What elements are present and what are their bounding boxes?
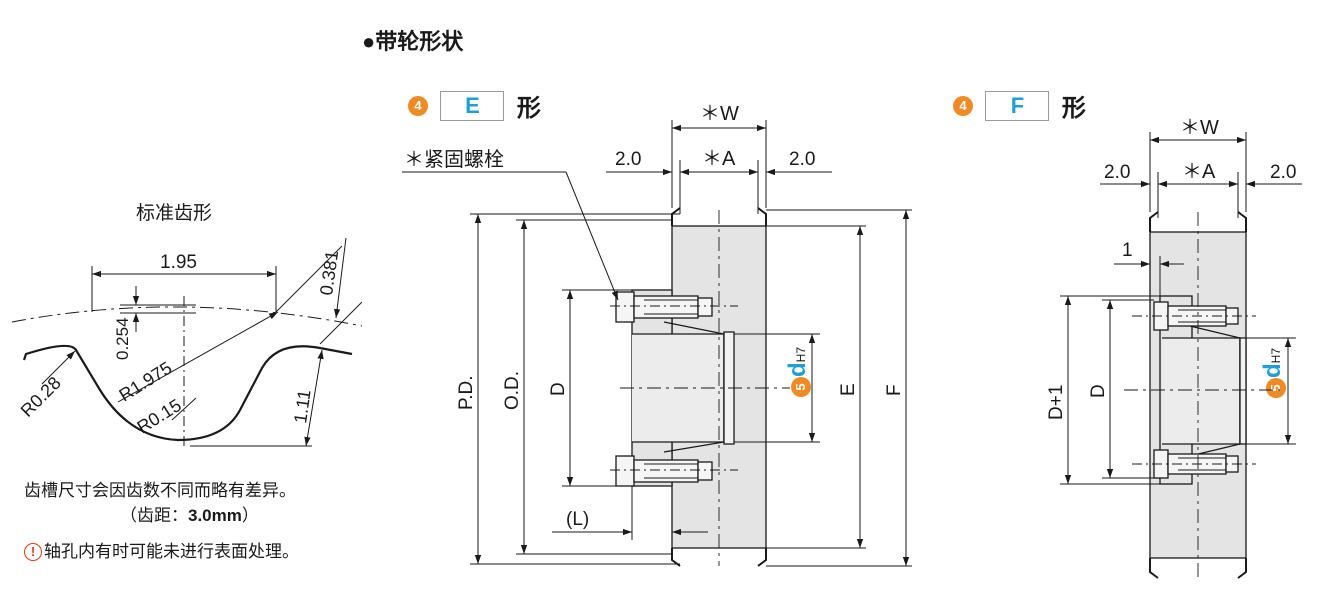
warning-note: !轴孔内有时可能未进行表面处理。 <box>24 537 299 562</box>
dim-r028-label: R0.28 <box>17 373 65 421</box>
pitch-suffix: ） <box>241 506 259 525</box>
type-f-d-label: D <box>1088 384 1109 398</box>
tooth-outline <box>22 344 353 442</box>
type-e-a-label: ＊A <box>702 148 736 170</box>
type-f-drawing <box>1060 132 1302 579</box>
section-title: ●带轮形状 <box>362 29 464 54</box>
pitch-line <box>11 306 363 327</box>
type-f-badge: 4 <box>953 95 973 116</box>
dim-0254-label: 0.254 <box>113 317 132 360</box>
type-e-l-label: (L) <box>566 509 589 530</box>
type-f-a-label: ＊A <box>1182 161 1216 183</box>
type-e-badge: 4 <box>408 95 428 116</box>
warning-icon: ! <box>24 543 42 561</box>
type-e-drawing <box>402 120 912 567</box>
warning-text: 轴孔内有时可能未进行表面处理。 <box>44 542 299 561</box>
dim-r015-label: R0.15 <box>134 395 185 437</box>
pitch-prefix: （齿距： <box>120 506 188 525</box>
dim-0381-label: 0.381 <box>316 249 342 296</box>
type-f-left-gap: 2.0 <box>1104 162 1130 183</box>
type-e-f-label: F <box>884 384 905 396</box>
type-e-left-gap: 2.0 <box>615 149 641 170</box>
type-e-pd-label: P.D. <box>456 375 477 410</box>
type-f-one-label: 1 <box>1122 240 1133 261</box>
pitch-value: 3.0mm <box>188 506 242 525</box>
type-e-suffix: 形 <box>516 95 541 122</box>
dim-r1975-label: R1.975 <box>116 358 176 406</box>
dim-111-label: 1.11 <box>290 388 314 424</box>
type-f-heading: 4 F 形 <box>953 88 1086 123</box>
type-e-right-gap: 2.0 <box>789 149 815 170</box>
type-e-heading: 4 E 形 <box>408 88 541 123</box>
type-f-suffix: 形 <box>1061 95 1086 122</box>
type-e-letter: E <box>440 90 505 121</box>
type-e-d-label: D <box>548 382 569 396</box>
type-f-w-label: ＊W <box>1180 117 1219 139</box>
tooth-note-line2: （齿距：3.0mm） <box>120 501 259 526</box>
type-e-od-label: O.D. <box>502 371 523 410</box>
tooth-profile-title: 标准齿形 <box>136 203 213 224</box>
type-e-w-label: ＊W <box>700 103 739 125</box>
dim-pitch-label: 1.95 <box>160 252 197 273</box>
type-e-e-label: E <box>838 383 859 396</box>
type-e-bolt-label: ＊紧固螺栓 <box>404 148 504 171</box>
type-f-right-gap: 2.0 <box>1270 162 1296 183</box>
tooth-profile-drawing <box>11 237 363 450</box>
type-f-d1-label: D+1 <box>1046 385 1067 420</box>
tooth-note-line1: 齿槽尺寸会因齿数不同而略有差异。 <box>24 481 296 500</box>
type-f-letter: F <box>985 90 1050 121</box>
